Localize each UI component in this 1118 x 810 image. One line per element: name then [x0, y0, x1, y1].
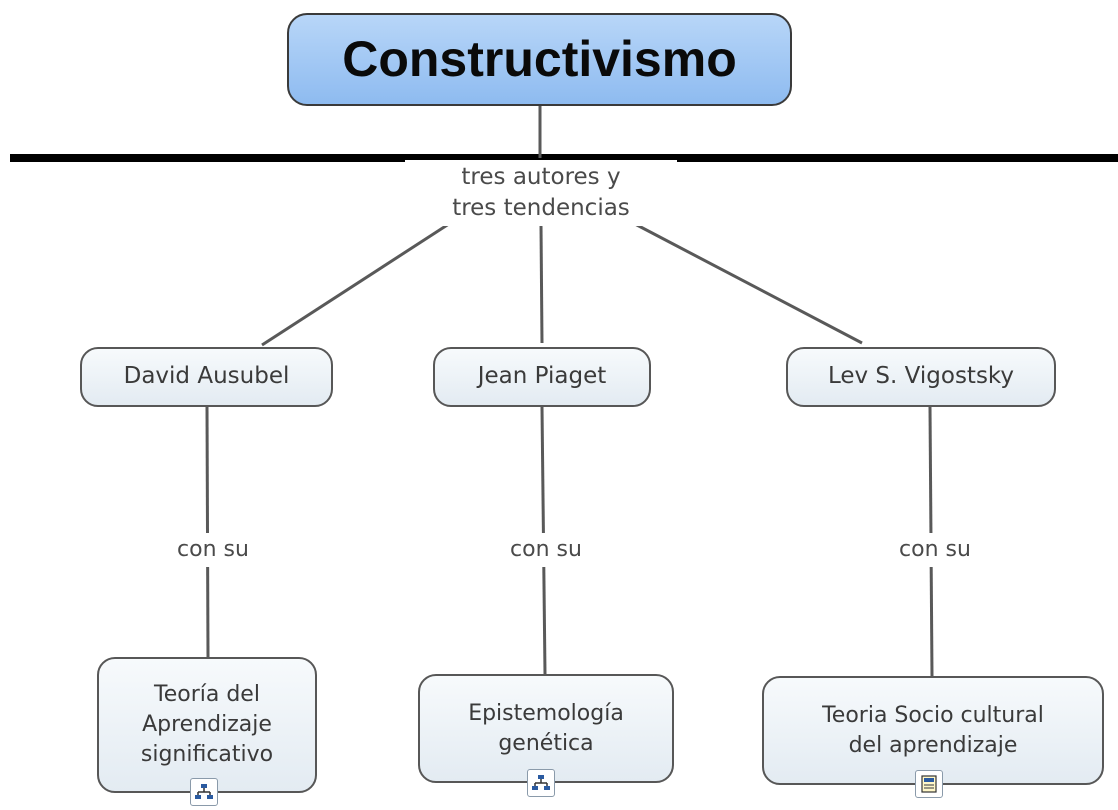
connector-piaget [539, 224, 544, 344]
link-label-vigostsky: con su [869, 533, 1001, 567]
root-concept-constructivismo[interactable]: Constructivismo [287, 13, 792, 106]
link-label-ausubel: con su [147, 533, 279, 567]
concept-teoria-socio-cultural[interactable]: Teoria Socio cultural del aprendizaje [762, 676, 1104, 785]
concept-lev-vigostsky[interactable]: Lev S. Vigostsky [786, 347, 1056, 407]
connector-ausubel [261, 218, 456, 347]
concept-jean-piaget[interactable]: Jean Piaget [433, 347, 651, 407]
concept-david-ausubel[interactable]: David Ausubel [80, 347, 333, 407]
link-label-root: tres autores y tres tendencias [405, 160, 677, 227]
concept-epistemologia-genetica[interactable]: Epistemología genética [418, 674, 674, 783]
connector-ausubel-theory [205, 406, 210, 658]
document-icon[interactable] [915, 770, 943, 798]
connector-vigostsky [634, 222, 863, 345]
link-label-piaget: con su [480, 533, 612, 567]
concept-map-icon[interactable] [190, 778, 218, 806]
concept-teoria-aprendizaje-significativo[interactable]: Teoría del Aprendizaje significativo [97, 657, 317, 793]
concept-map-icon[interactable] [527, 769, 555, 797]
